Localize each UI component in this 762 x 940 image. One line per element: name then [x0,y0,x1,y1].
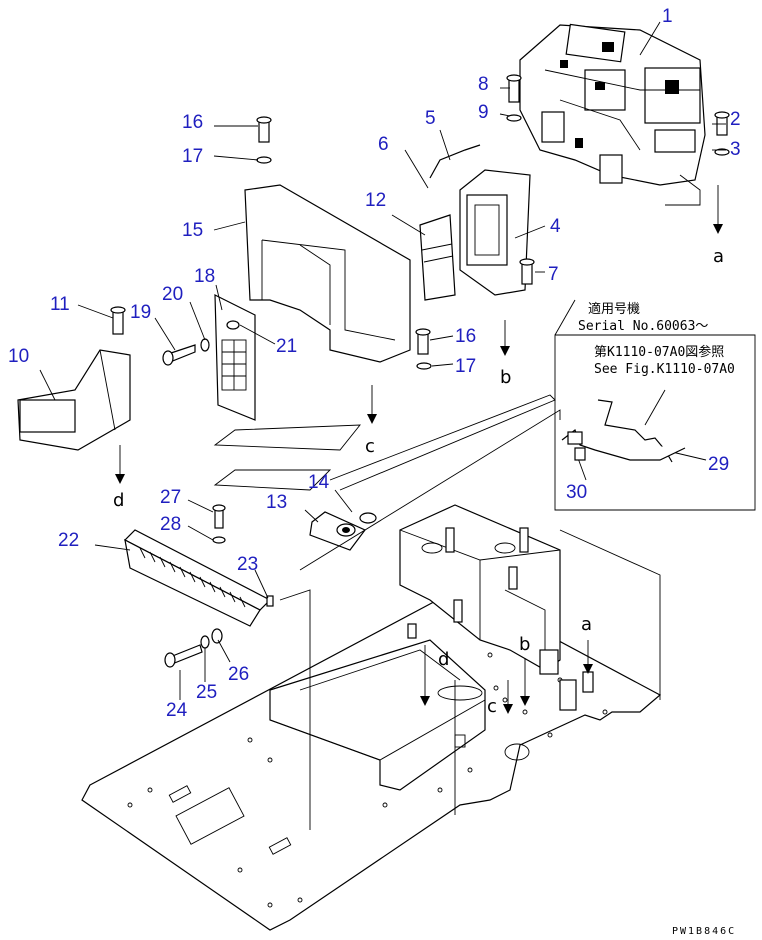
notes: 適用号機 Serial No.60063～ 第K1110-07A0図参照 See… [578,301,736,937]
callout-3: 3 [730,139,741,160]
callout-1: 1 [662,6,673,27]
connector-a-top: a [713,246,724,267]
vent-grille [123,529,272,627]
callout-11: 11 [50,294,70,315]
callout-2: 2 [730,109,741,130]
connector-d-right: d [438,649,449,670]
callout-labels: 1 2 3 4 5 6 7 8 9 10 11 12 13 14 15 16 1… [8,6,741,721]
connector-b-bottom: b [519,634,530,655]
reference-en: See Fig.K1110-07A0 [594,362,735,377]
callout-17a: 17 [182,146,203,167]
callout-25: 25 [196,682,217,703]
callout-14: 14 [308,472,330,493]
reference-jp: 第K1110-07A0図参照 [594,344,724,360]
callout-17b: 17 [455,356,476,377]
callout-10: 10 [8,346,29,367]
callout-28: 28 [160,514,181,535]
callout-9: 9 [478,102,489,123]
callout-29: 29 [708,454,729,475]
heater-unit [519,23,706,206]
callout-5: 5 [425,108,436,129]
callout-4: 4 [550,216,561,237]
callout-8: 8 [478,74,489,95]
connection-letters: a a b b c c d d [113,246,724,717]
applicable-serial: Serial No.60063～ [578,319,708,334]
grille [214,294,256,421]
duct [459,169,531,296]
bracket-plate [309,511,377,551]
callout-23: 23 [237,554,258,575]
floor-plate [81,587,662,931]
callout-15: 15 [182,220,203,241]
callout-16a: 16 [182,112,203,133]
callout-12: 12 [365,190,386,211]
callout-19: 19 [130,302,151,323]
callout-6: 6 [378,134,389,155]
callout-26: 26 [228,664,249,685]
floor-bracket-box [269,639,486,791]
cover-panel [244,184,411,363]
background-outline [213,394,661,830]
connector-c-top: c [365,436,375,457]
connector-a-bottom: a [581,614,592,635]
side-duct [17,349,131,451]
connector-d-left: d [113,490,124,511]
callout-27: 27 [160,487,181,508]
leader-lines [39,21,726,700]
callout-16b: 16 [455,326,476,347]
callout-24: 24 [166,700,188,721]
drawing-code: PW1B846C [672,926,736,937]
callout-20: 20 [162,284,183,305]
callout-21: 21 [276,336,297,357]
callout-18: 18 [194,266,215,287]
connector-c-bottom: c [487,696,497,717]
filter [419,214,456,301]
callout-7: 7 [548,264,559,285]
applicable-serial-jp: 適用号機 [588,301,640,317]
connector-b-top: b [500,367,511,388]
callout-13: 13 [266,492,287,513]
callout-30: 30 [566,482,587,503]
callout-22: 22 [58,530,79,551]
direction-arrows [115,185,723,714]
console-frame [399,504,594,711]
reference-inset [554,299,756,511]
